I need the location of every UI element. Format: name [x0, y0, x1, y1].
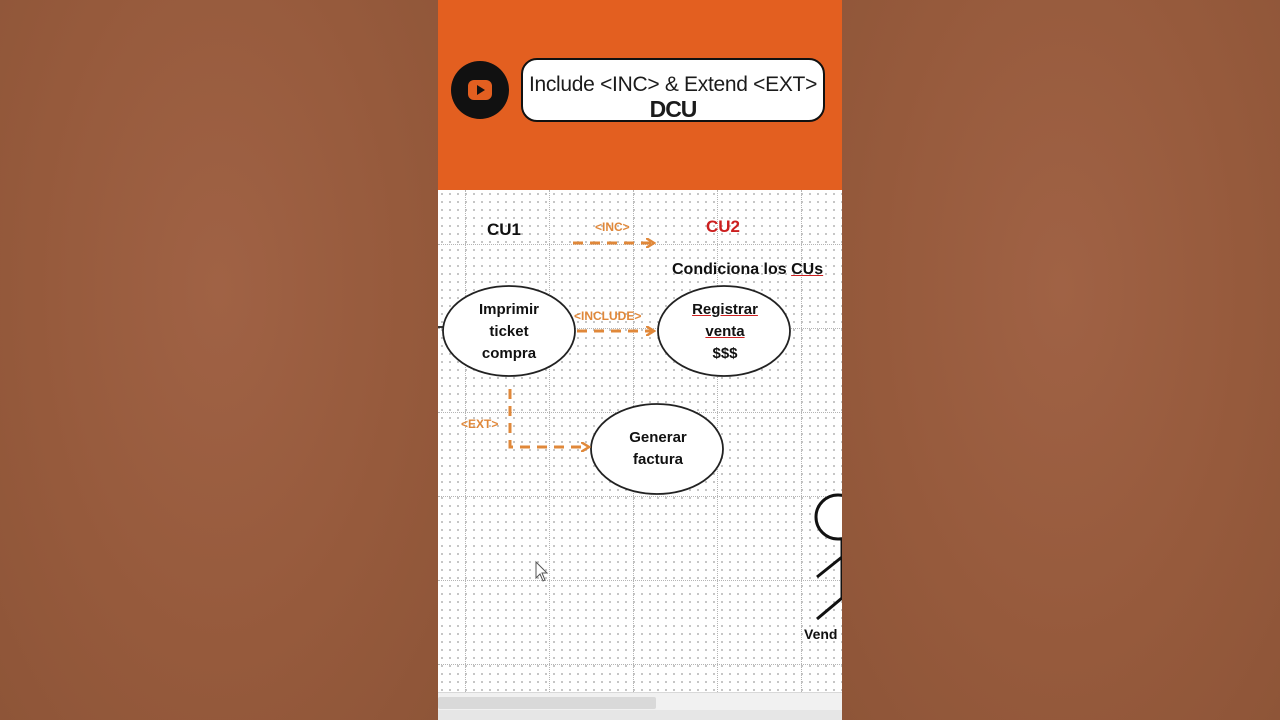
extend-arrow — [508, 389, 587, 447]
title-line-1: Include <INC> & Extend <EXT> — [528, 73, 818, 96]
node-generar-text: Generar factura — [597, 427, 719, 471]
use-case-imprimir — [442, 285, 576, 377]
play-icon — [477, 85, 485, 95]
node-text-line: venta — [705, 323, 745, 340]
grid-line — [465, 190, 466, 692]
actor-arm — [816, 555, 842, 579]
label-include: <INCLUDE> — [574, 309, 642, 323]
youtube-icon[interactable] — [451, 61, 509, 119]
video-header: Include <INC> & Extend <EXT> DCU — [438, 0, 842, 190]
short-video-frame: Include <INC> & Extend <EXT> DCU CU1 — [438, 0, 842, 720]
grid-line — [438, 580, 842, 581]
grid-line — [438, 328, 842, 329]
grid-line — [438, 664, 842, 665]
condition-cus: CUs — [791, 261, 824, 278]
condition-prefix: Condiciona los — [672, 261, 792, 278]
node-registrar-text: Registrar venta $$$ — [664, 299, 786, 365]
title-line-2: DCU — [649, 96, 698, 122]
title-card: Include <INC> & Extend <EXT> DCU — [521, 58, 825, 122]
grid-line — [801, 190, 802, 692]
condition-text: Condiciona los CUs — [672, 261, 823, 279]
cursor-icon — [535, 560, 549, 582]
node-imprimir-text: Imprimir ticket compra — [448, 299, 570, 365]
bottom-bar — [438, 710, 842, 720]
background-left — [0, 0, 438, 720]
grid-line — [549, 190, 550, 692]
label-cu1: CU1 — [487, 220, 522, 239]
node-text-line: Generar — [629, 429, 687, 446]
use-case-registrar — [657, 285, 791, 377]
node-text-line: $$$ — [712, 345, 738, 362]
actor-label: Vend — [804, 626, 838, 642]
label-inc: <INC> — [595, 220, 630, 234]
actor-head — [814, 493, 842, 541]
node-text-line: compra — [481, 345, 537, 362]
use-case-diagram — [438, 0, 842, 621]
node-text-line: factura — [632, 451, 684, 468]
grid-line — [438, 496, 842, 497]
node-text-line: Registrar — [692, 301, 758, 318]
label-ext: <EXT> — [461, 417, 499, 431]
node-text-line: Imprimir — [478, 301, 539, 318]
grid-line — [438, 244, 842, 245]
actor-leg — [816, 596, 842, 621]
node-text-line: ticket — [489, 323, 529, 340]
background-right — [842, 0, 1280, 720]
scrollbar-thumb[interactable] — [438, 697, 656, 709]
use-case-generar — [590, 403, 724, 495]
label-cu2: CU2 — [706, 217, 741, 236]
